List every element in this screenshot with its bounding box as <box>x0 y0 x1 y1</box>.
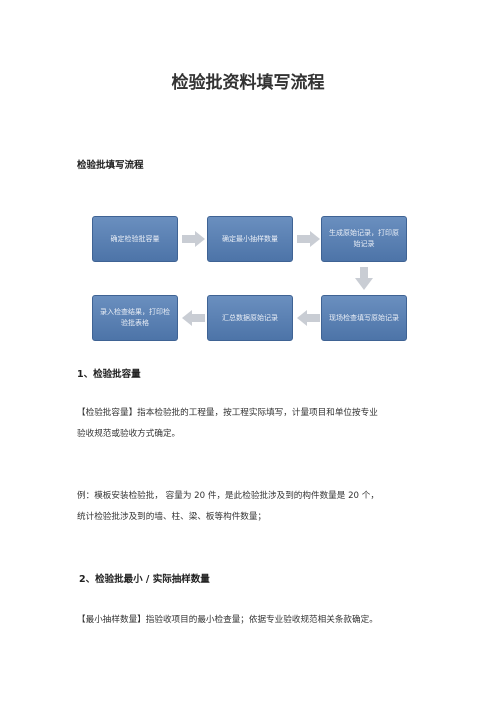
section-2-heading: 2、检验批最小 / 实际抽样数量 <box>79 574 210 585</box>
arrow-down-icon <box>355 267 373 290</box>
text-line: 统计检验批涉及到的墙、柱、梁、板等构件数量； <box>77 512 267 522</box>
flow-step-3: 生成原始记录，打印原始记录 <box>321 216 407 262</box>
section-1-paragraph-2: 例：模板安装检验批， 容量为 20 件，是此检验批涉及到的构件数量是 20 个，… <box>77 486 437 528</box>
flow-step-5: 汇总数据原始记录 <box>207 295 293 341</box>
text-line: 验收规范或验收方式确定。 <box>77 429 181 439</box>
flow-step-6: 录入检查结果，打印检验批表格 <box>92 295 178 341</box>
text-line: 【检验批容量】指本检验批的工程量，按工程实际填写，计量项目和单位按专业 <box>77 408 378 418</box>
text-line: 【最小抽样数量】指验收项目的最小检查量；依据专业验收规范相关条款确定。 <box>77 615 378 625</box>
section-1-paragraph-1: 【检验批容量】指本检验批的工程量，按工程实际填写，计量项目和单位按专业 验收规范… <box>77 403 437 445</box>
arrow-right-icon <box>182 231 205 247</box>
text-line: 例：模板安装检验批， 容量为 20 件，是此检验批涉及到的构件数量是 20 个， <box>77 491 379 501</box>
section-2-paragraph-1: 【最小抽样数量】指验收项目的最小检查量；依据专业验收规范相关条款确定。 <box>77 610 457 631</box>
arrow-right-icon <box>297 231 320 247</box>
document-title: 检验批资料填写流程 <box>171 73 325 93</box>
arrow-left-icon <box>297 310 320 326</box>
flow-step-2: 确定最小抽样数量 <box>207 216 293 262</box>
arrow-left-icon <box>182 310 205 326</box>
section-1-heading: 1、检验批容量 <box>77 369 141 380</box>
flow-step-4: 现场检查填写原始记录 <box>321 295 407 341</box>
flowchart: 确定检验批容量 确定最小抽样数量 生成原始记录，打印原始记录 现场检查填写原始记… <box>89 211 407 347</box>
flow-step-1: 确定检验批容量 <box>92 216 178 262</box>
flow-subheading: 检验批填写流程 <box>77 160 144 171</box>
